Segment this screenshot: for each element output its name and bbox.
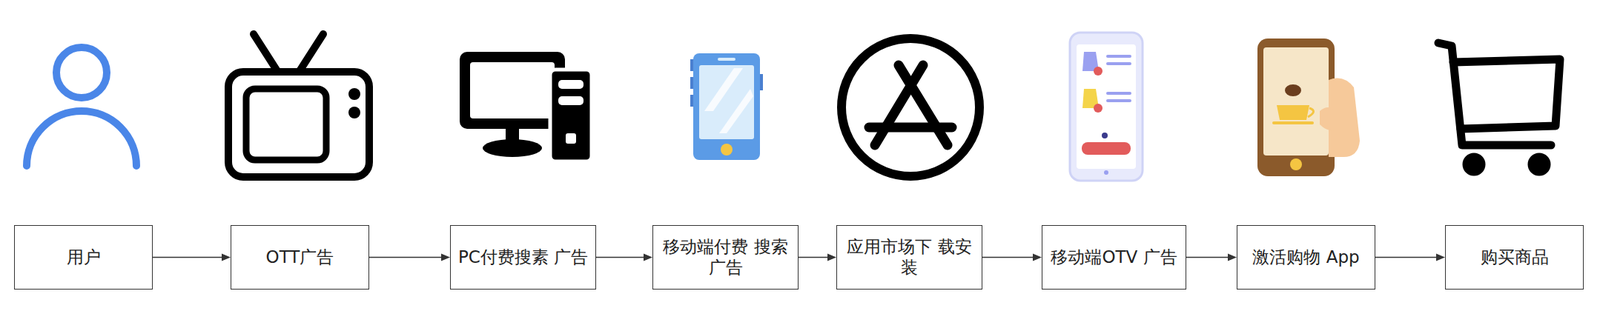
shopping-app-icon xyxy=(1257,38,1360,177)
process-box: 购买商品 xyxy=(1445,225,1584,290)
flow-arrow xyxy=(982,254,1042,262)
user-icon xyxy=(26,47,137,167)
box-label: 移动端OTV 广告 xyxy=(1046,247,1182,269)
arrow-head xyxy=(1436,254,1446,262)
box-label: 激活购物 App xyxy=(1247,247,1364,269)
mobile-otv-icon xyxy=(1069,32,1143,181)
arrow-line xyxy=(1375,257,1438,259)
flow-arrow xyxy=(798,254,837,262)
box-label: OTT广告 xyxy=(261,247,339,269)
process-box: PC付费搜素 广告 xyxy=(450,225,597,290)
arrow-head xyxy=(643,254,653,262)
box-label: 应用市场下 载安装 xyxy=(837,237,982,279)
process-box: OTT广告 xyxy=(230,225,370,290)
arrow-line xyxy=(596,257,646,259)
arrow-head xyxy=(827,254,837,262)
box-label: 用户 xyxy=(62,247,106,269)
arrow-head xyxy=(1227,254,1237,262)
flow-arrow xyxy=(369,254,451,262)
arrow-line xyxy=(982,257,1035,259)
pc-icon xyxy=(459,51,592,162)
box-label: PC付费搜素 广告 xyxy=(453,247,593,269)
arrow-line xyxy=(369,257,443,259)
flow-arrow xyxy=(596,254,653,262)
arrow-head xyxy=(221,254,231,262)
arrow-line xyxy=(1186,257,1230,259)
cart-icon xyxy=(1438,43,1560,173)
process-box: 应用市场下 载安装 xyxy=(836,225,983,290)
box-label: 移动端付费 搜索广告 xyxy=(653,237,798,279)
tv-icon xyxy=(228,34,370,178)
box-label: 购买商品 xyxy=(1476,247,1554,269)
arrow-line xyxy=(798,257,829,259)
app-store-icon xyxy=(841,38,980,177)
process-box: 移动端付费 搜索广告 xyxy=(652,225,799,290)
process-box: 移动端OTV 广告 xyxy=(1041,225,1187,290)
process-box: 激活购物 App xyxy=(1236,225,1376,290)
flow-arrow xyxy=(1375,254,1446,262)
phone-icon xyxy=(690,53,763,161)
arrow-head xyxy=(441,254,451,262)
arrow-head xyxy=(1032,254,1042,262)
arrow-line xyxy=(152,257,224,259)
flow-arrow xyxy=(1186,254,1237,262)
process-box: 用户 xyxy=(14,225,153,290)
flow-arrow xyxy=(152,254,231,262)
